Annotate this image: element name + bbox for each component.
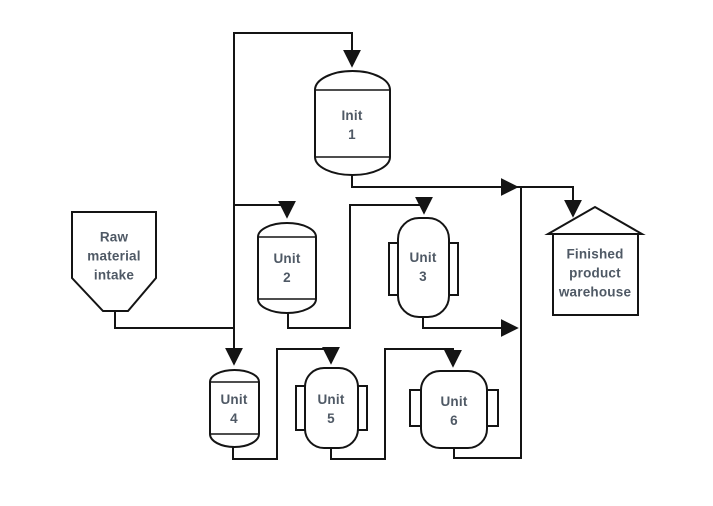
node-unit-5 bbox=[295, 367, 368, 449]
node-unit-6 bbox=[409, 370, 499, 449]
edge-trunk-to-init-1 bbox=[233, 32, 361, 328]
unit-5-left-jacket bbox=[295, 385, 306, 431]
edge-unit-6-to-header bbox=[453, 187, 522, 459]
warehouse-body bbox=[552, 233, 639, 316]
node-unit-2 bbox=[257, 222, 317, 314]
unit-3-left-jacket bbox=[388, 242, 399, 296]
node-raw-material-intake bbox=[71, 211, 157, 312]
edge-init-1-to-warehouse bbox=[351, 174, 582, 218]
node-finished-product-warehouse bbox=[544, 205, 646, 316]
unit-5-right-jacket bbox=[357, 385, 368, 431]
edges bbox=[114, 32, 582, 460]
edge-unit-3-to-riser bbox=[422, 317, 519, 337]
unit-3-right-jacket bbox=[448, 242, 459, 296]
node-unit-4 bbox=[209, 369, 260, 448]
edge-unit-2-to-unit-3 bbox=[287, 196, 433, 329]
edge-raw-intake-to-trunk bbox=[114, 311, 235, 329]
edge-unit-5-to-unit-6 bbox=[330, 348, 462, 460]
edge-trunk-to-unit-2 bbox=[234, 200, 296, 219]
warehouse-roof bbox=[544, 205, 646, 235]
node-unit-3 bbox=[388, 217, 459, 318]
node-init-1 bbox=[314, 70, 391, 176]
edge-unit-4-to-unit-5 bbox=[232, 346, 340, 460]
